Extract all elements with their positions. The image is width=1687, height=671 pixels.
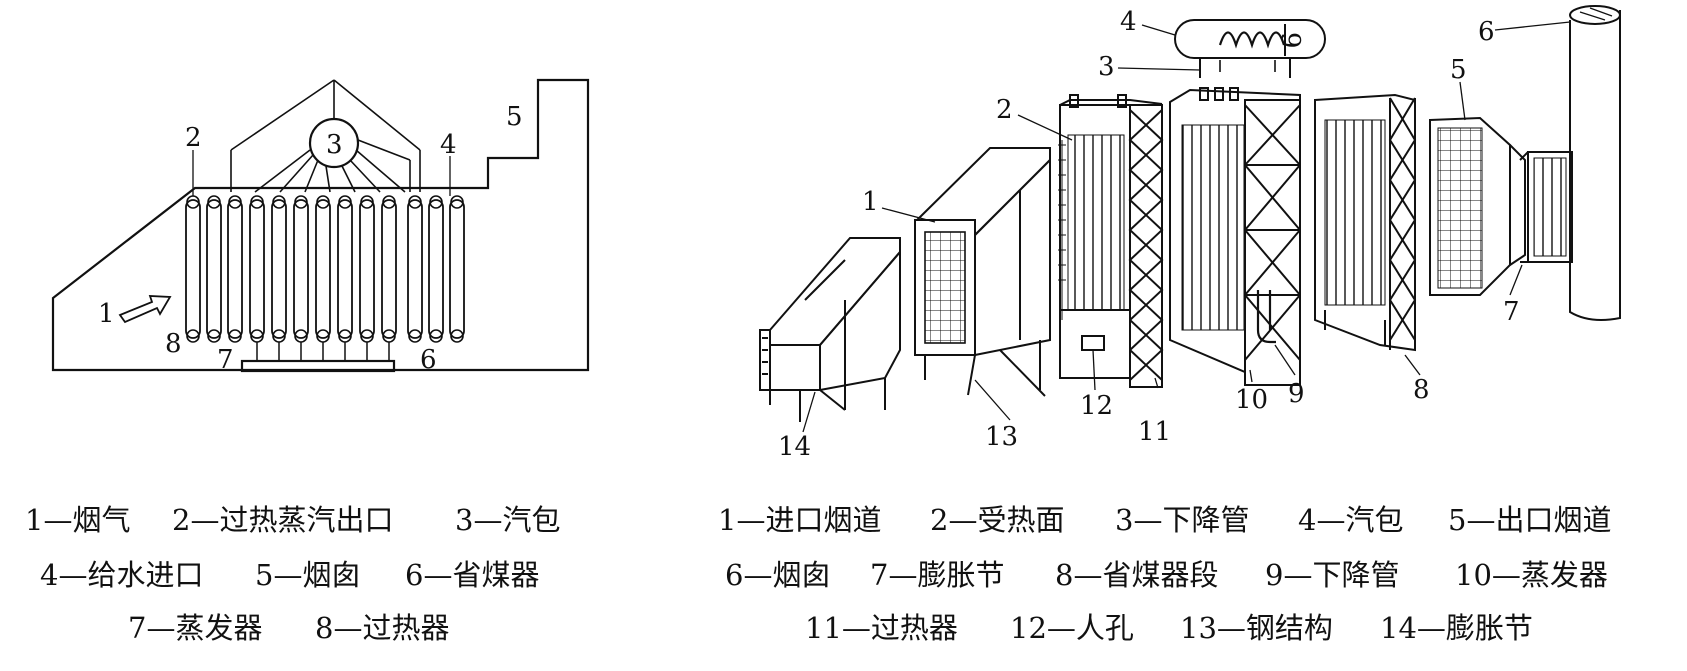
superheater-module [1058, 94, 1164, 388]
lower-header [240, 359, 396, 373]
drum-mark: 9 [1275, 32, 1305, 49]
stack-expansion-joint [1519, 151, 1573, 263]
right-caption-9: 9—下降管 [1265, 558, 1399, 592]
inlet-expansion-joint [759, 237, 901, 422]
right-callout-5: 5 [1450, 55, 1467, 85]
left-caption-7: 7—蒸发器 [128, 611, 262, 645]
right-callout-13: 13 [985, 422, 1018, 452]
left-caption-8: 8—过热器 [315, 611, 449, 645]
left-caption-4: 4—给水进口 [40, 558, 203, 592]
left-callout-1: 1 [98, 299, 115, 329]
right-callout-11: 11 [1138, 417, 1171, 447]
left-callout-5: 5 [506, 102, 523, 132]
left-callout-leaders [192, 150, 451, 196]
evaporator-tubes [249, 199, 397, 339]
inlet-duct [914, 147, 1051, 397]
right-callout-3: 3 [1098, 52, 1115, 82]
right-captions: 1—进口烟道 2—受热面 3—下降管 4—汽包 5—出口烟道 6—烟囱 7—膨胀… [718, 503, 1611, 645]
left-callout-7: 7 [217, 345, 234, 375]
left-callout-4: 4 [440, 130, 457, 160]
flue-gas-arrow [118, 295, 172, 324]
right-callout-2: 2 [996, 95, 1013, 125]
economizer-module [1314, 93, 1417, 352]
left-caption-5: 5—烟囱 [255, 558, 360, 592]
chimney-stack [1569, 5, 1621, 321]
right-caption-14: 14—膨胀节 [1380, 611, 1533, 645]
right-caption-11: 11—过热器 [805, 611, 958, 645]
drum-riser-lines [230, 79, 421, 193]
right-caption-2: 2—受热面 [930, 503, 1064, 537]
right-caption-7: 7—膨胀节 [870, 558, 1004, 592]
right-callout-12: 12 [1080, 391, 1113, 421]
right-callouts: 4 3 2 1 5 6 7 8 9 10 11 12 13 14 9 [778, 7, 1520, 462]
left-callout-8: 8 [165, 329, 182, 359]
right-callout-6: 6 [1478, 17, 1495, 47]
steam-drum-top [1174, 19, 1326, 78]
evaporator-downcomers [256, 342, 390, 361]
right-callout-9: 9 [1288, 379, 1305, 409]
left-caption-2: 2—过热蒸汽出口 [172, 503, 393, 537]
left-callout-6: 6 [420, 345, 437, 375]
left-callout-3: 3 [326, 130, 343, 160]
right-callout-leaders [802, 21, 1571, 433]
right-callout-1: 1 [862, 187, 879, 217]
boiler-casing [51, 78, 590, 372]
economizer-tubes [407, 199, 465, 339]
right-caption-10: 10—蒸发器 [1455, 558, 1608, 592]
right-caption-13: 13—钢结构 [1180, 611, 1333, 645]
right-callout-8: 8 [1413, 375, 1430, 405]
right-callout-14: 14 [778, 432, 811, 462]
left-boiler-diagram [51, 78, 590, 373]
right-caption-3: 3—下降管 [1115, 503, 1249, 537]
right-callout-7: 7 [1503, 297, 1520, 327]
superheater-tubes [185, 199, 243, 339]
left-captions: 1—烟气 2—过热蒸汽出口 3—汽包 4—给水进口 5—烟囱 6—省煤器 7—蒸… [25, 503, 560, 645]
right-caption-4: 4—汽包 [1298, 503, 1403, 537]
outlet-duct [1429, 116, 1526, 296]
left-callouts: 3 2 4 5 1 8 7 6 [98, 102, 523, 375]
right-caption-6: 6—烟囱 [725, 558, 830, 592]
right-callout-4: 4 [1120, 7, 1137, 37]
right-caption-5: 5—出口烟道 [1448, 503, 1611, 537]
right-caption-1: 1—进口烟道 [718, 503, 881, 537]
left-callout-2: 2 [185, 123, 202, 153]
right-boiler-diagram [759, 5, 1621, 422]
right-callout-10: 10 [1235, 385, 1268, 415]
left-caption-6: 6—省煤器 [405, 558, 539, 592]
evaporator-module [1169, 87, 1301, 387]
left-caption-3: 3—汽包 [455, 503, 560, 537]
right-caption-8: 8—省煤器段 [1055, 558, 1218, 592]
left-caption-1: 1—烟气 [25, 503, 130, 537]
right-caption-12: 12—人孔 [1010, 611, 1134, 645]
